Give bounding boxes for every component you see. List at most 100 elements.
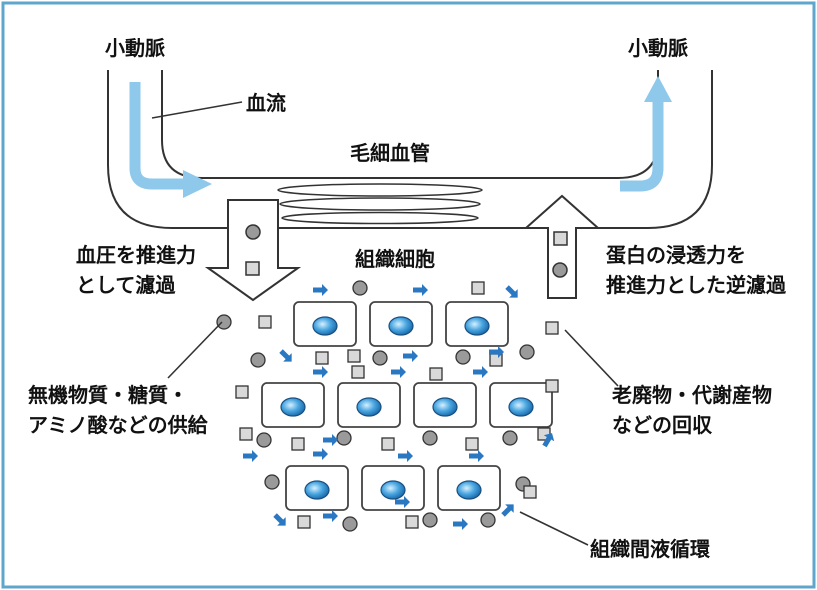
- capillary-loop: [279, 197, 481, 211]
- tissue-cell: [293, 301, 357, 347]
- flow-arrow-shape: [469, 450, 484, 462]
- tissue-cell: [445, 301, 509, 347]
- flow-arrow-shape: [473, 366, 488, 378]
- tissue-cell: [361, 465, 425, 511]
- label-supply-line1: 無機物質・糖質・: [28, 383, 188, 407]
- tissue-cell: [437, 465, 501, 511]
- particle-square: [471, 281, 485, 295]
- cell-nucleus: [388, 316, 414, 336]
- particle-round: [256, 432, 272, 448]
- particle-square: [465, 437, 479, 451]
- flow-arrow-small: [403, 350, 418, 362]
- flow-arrow-small: [398, 450, 413, 462]
- flow-arrow-shape: [313, 448, 328, 460]
- flow-arrow-small: [391, 366, 406, 378]
- particle-square: [351, 365, 365, 379]
- flow-arrow-shape: [279, 349, 292, 362]
- flow-arrow-small: [542, 433, 555, 448]
- particle-round: [336, 430, 352, 446]
- flow-arrow-small: [313, 366, 328, 378]
- flow-arrow-small: [489, 346, 504, 358]
- tissue-cells-group: [261, 301, 553, 511]
- flow-arrow-shape: [243, 450, 258, 462]
- particle-round: [422, 430, 438, 446]
- flow-arrow-small: [395, 496, 410, 508]
- filtration-arrow: [204, 199, 302, 302]
- label-reabsorption-line2: 推進力とした逆濾過: [606, 273, 787, 297]
- flow-arrow-small: [453, 518, 468, 530]
- label-supply-line2: アミノ酸などの供給: [28, 413, 209, 437]
- cell-nucleus: [464, 316, 490, 336]
- flow-arrow-shape: [323, 510, 338, 522]
- label-tissue-cells: 組織細胞: [355, 247, 435, 271]
- particle-square: [523, 485, 537, 499]
- flow-arrow-small: [313, 448, 328, 460]
- particle-round: [502, 430, 518, 446]
- flow-arrow-shape: [453, 518, 468, 530]
- tissue-cell: [285, 465, 349, 511]
- particle-square: [553, 231, 568, 246]
- tissue-cell: [413, 382, 477, 428]
- flow-arrow-small: [469, 450, 484, 462]
- flow-arrow-shape: [391, 366, 406, 378]
- flow-arrow-small: [501, 504, 514, 517]
- leader-line-waste: [564, 329, 619, 387]
- particle-square: [545, 321, 559, 335]
- reabsorption-arrow: [523, 194, 601, 299]
- label-artery-right: 小動脈: [628, 36, 688, 60]
- vessel-outer-wall: [107, 70, 713, 229]
- particle-round: [422, 512, 438, 528]
- label-filtration-line1: 血圧を推進力: [76, 243, 196, 267]
- tissue-cell: [489, 382, 553, 428]
- leader-line-interstitial: [519, 511, 589, 546]
- particle-square: [347, 349, 361, 363]
- leader-line-blood-flow: [151, 101, 243, 119]
- particle-round: [519, 344, 535, 360]
- blood-flow-arrow-left: [129, 82, 185, 190]
- cell-nucleus: [312, 316, 338, 336]
- flow-arrow-shape: [395, 496, 410, 508]
- flow-arrow-small: [323, 510, 338, 522]
- label-interstitial-circulation: 組織間液循環: [590, 537, 711, 561]
- particle-round: [216, 314, 232, 330]
- particle-round: [342, 516, 358, 532]
- cell-nucleus: [380, 480, 406, 500]
- flow-arrow-small: [313, 284, 328, 296]
- particle-round: [372, 350, 388, 366]
- cell-nucleus: [356, 397, 382, 417]
- flow-arrow-shape: [313, 366, 328, 378]
- small-arrows-group: [243, 284, 555, 530]
- particle-square: [291, 437, 305, 451]
- flow-arrow-shape: [505, 285, 518, 298]
- flow-arrow-shape: [323, 434, 338, 446]
- particle-square: [381, 437, 395, 451]
- flow-arrow-shape: [501, 504, 514, 517]
- leader-line-supply: [167, 321, 223, 379]
- particle-round: [245, 224, 261, 240]
- cell-nucleus: [508, 397, 534, 417]
- particle-round: [480, 512, 496, 528]
- label-waste-line2: などの回収: [612, 413, 713, 437]
- flow-arrow-small: [473, 366, 488, 378]
- flow-arrow-shape: [413, 284, 428, 296]
- particle-square: [405, 515, 419, 529]
- label-artery-left: 小動脈: [105, 36, 165, 60]
- particle-square: [545, 379, 559, 393]
- particle-square: [239, 427, 253, 441]
- flow-arrow-shape: [403, 350, 418, 362]
- flow-arrow-shape: [542, 433, 555, 448]
- cell-nucleus: [304, 480, 330, 500]
- particle-round: [455, 349, 471, 365]
- label-waste-line1: 老廃物・代謝産物: [612, 383, 772, 407]
- particle-square: [315, 351, 329, 365]
- flow-arrow-small: [279, 349, 292, 362]
- particle-square: [258, 315, 272, 329]
- particle-round: [552, 262, 568, 278]
- label-filtration-line2: として濾過: [76, 273, 176, 297]
- flow-arrow-shape: [273, 513, 286, 526]
- particle-round: [352, 280, 368, 296]
- flow-arrow-shape: [313, 284, 328, 296]
